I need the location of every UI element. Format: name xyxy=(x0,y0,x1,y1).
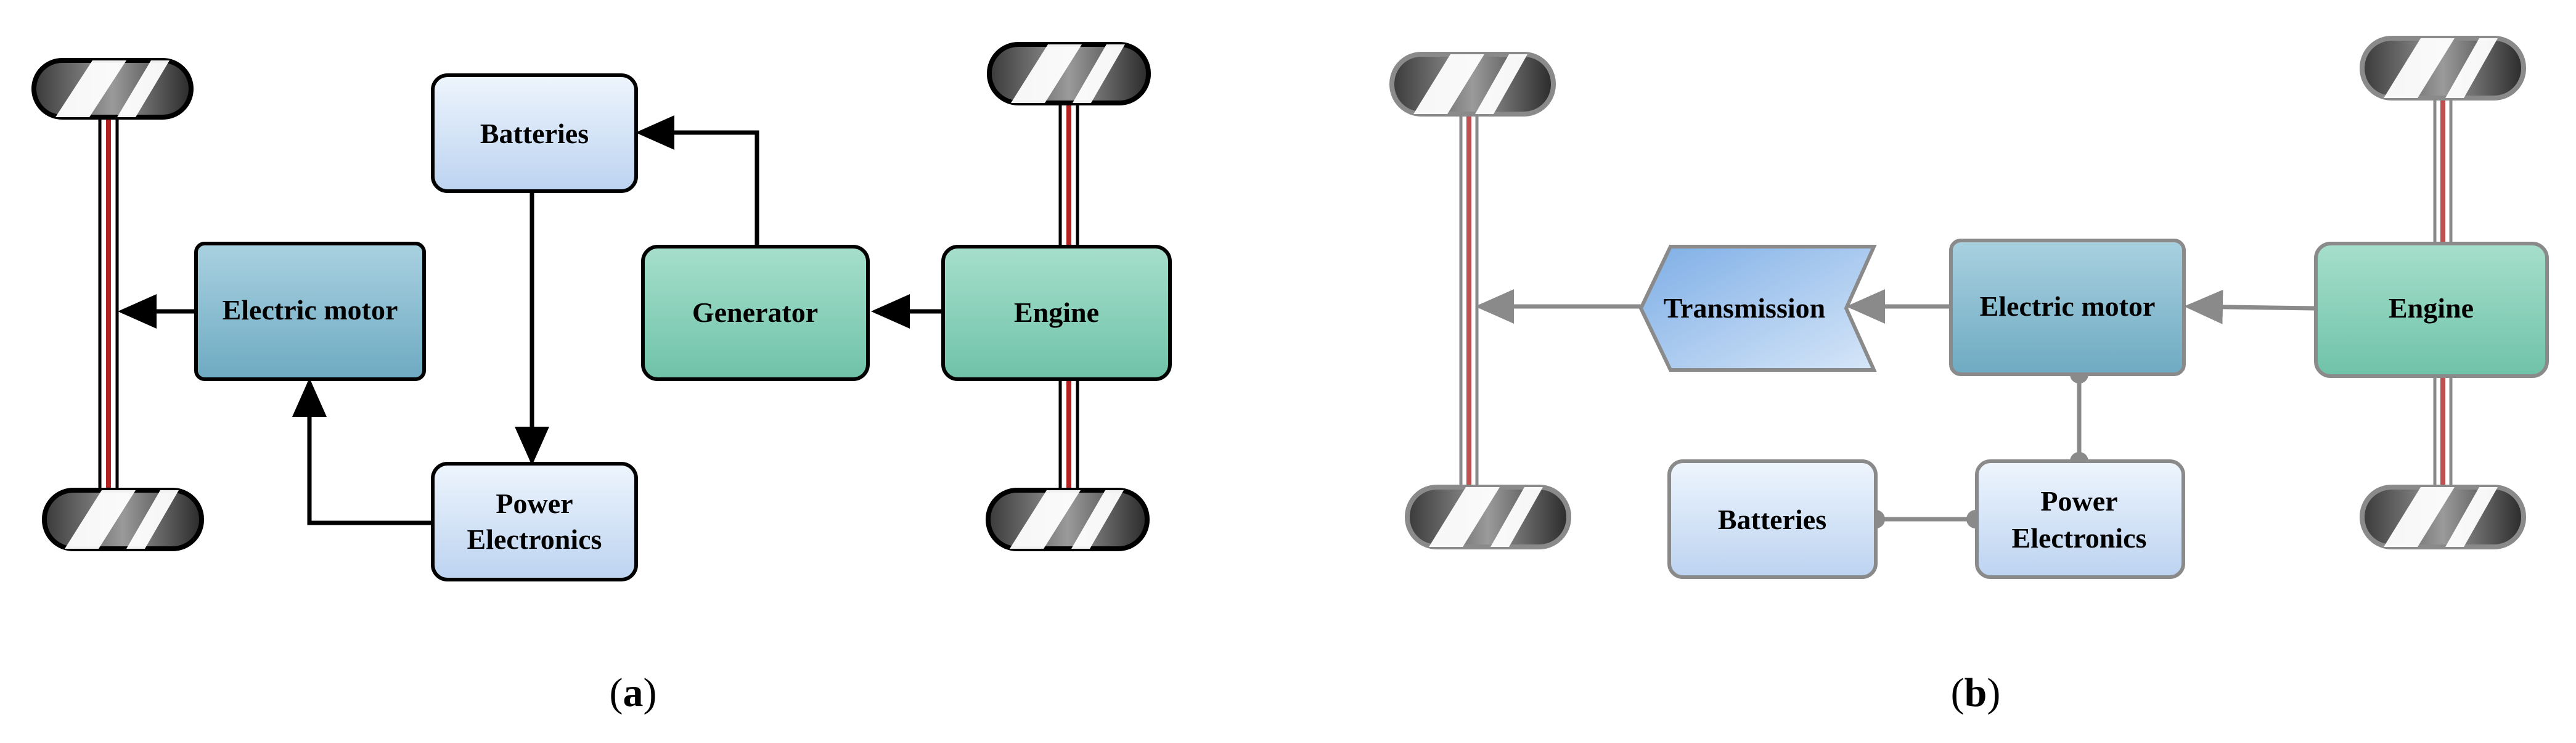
panel-a: Batteries Electric motor Generator Engin… xyxy=(31,42,1172,715)
caption-b: (b) xyxy=(1951,670,2001,715)
wheel-icon xyxy=(31,58,194,120)
power-electronics-box-a: Power Electronics xyxy=(431,462,638,581)
engine-label-a: Engine xyxy=(1014,297,1099,328)
engine-label-b: Engine xyxy=(2389,292,2474,324)
wheel-icon xyxy=(1389,52,1556,117)
electric-motor-label-b: Electric motor xyxy=(1980,290,2156,322)
generator-label-a: Generator xyxy=(692,297,818,328)
power-electronics-box-b: Power Electronics xyxy=(1975,459,2185,579)
transmission-label-b: Transmission xyxy=(1664,292,1825,324)
power-electronics-label-b-line2: Electronics xyxy=(2012,522,2147,554)
engine-box-a: Engine xyxy=(941,245,1172,381)
generator-box-a: Generator xyxy=(641,245,870,381)
power-electronics-label-b-line1: Power xyxy=(2040,485,2117,517)
electric-motor-label-a: Electric motor xyxy=(223,294,398,326)
caption-b-letter: b xyxy=(1965,670,1987,715)
caption-a-letter: a xyxy=(623,670,644,715)
wheel-icon xyxy=(2360,485,2526,549)
wheel-icon xyxy=(1405,485,1571,549)
batteries-label-a: Batteries xyxy=(480,118,589,149)
power-electronics-label-a-line2: Electronics xyxy=(467,523,602,555)
connectors-b xyxy=(1475,289,2315,522)
engine-box-b: Engine xyxy=(2314,242,2549,378)
connectors-a xyxy=(118,115,943,525)
batteries-box-a: Batteries xyxy=(431,73,638,193)
wheel-icon xyxy=(42,488,204,551)
batteries-box-b: Batteries xyxy=(1667,459,1878,579)
panel-b: Transmission Electric motor Engine Batte… xyxy=(1389,36,2549,715)
power-electronics-label-a-line1: Power xyxy=(496,488,573,519)
caption-a: (a) xyxy=(610,670,657,715)
wheel-icon xyxy=(2360,36,2526,101)
batteries-label-b: Batteries xyxy=(1718,504,1826,535)
wheel-icon xyxy=(986,488,1150,551)
electric-motor-box-b: Electric motor xyxy=(1949,239,2186,376)
axle-left-a xyxy=(98,112,119,495)
electric-motor-box-a: Electric motor xyxy=(194,242,426,381)
transmission-box-b: Transmission xyxy=(1638,245,1877,372)
wheel-icon xyxy=(987,42,1151,105)
axle-left-b xyxy=(1459,109,1479,495)
